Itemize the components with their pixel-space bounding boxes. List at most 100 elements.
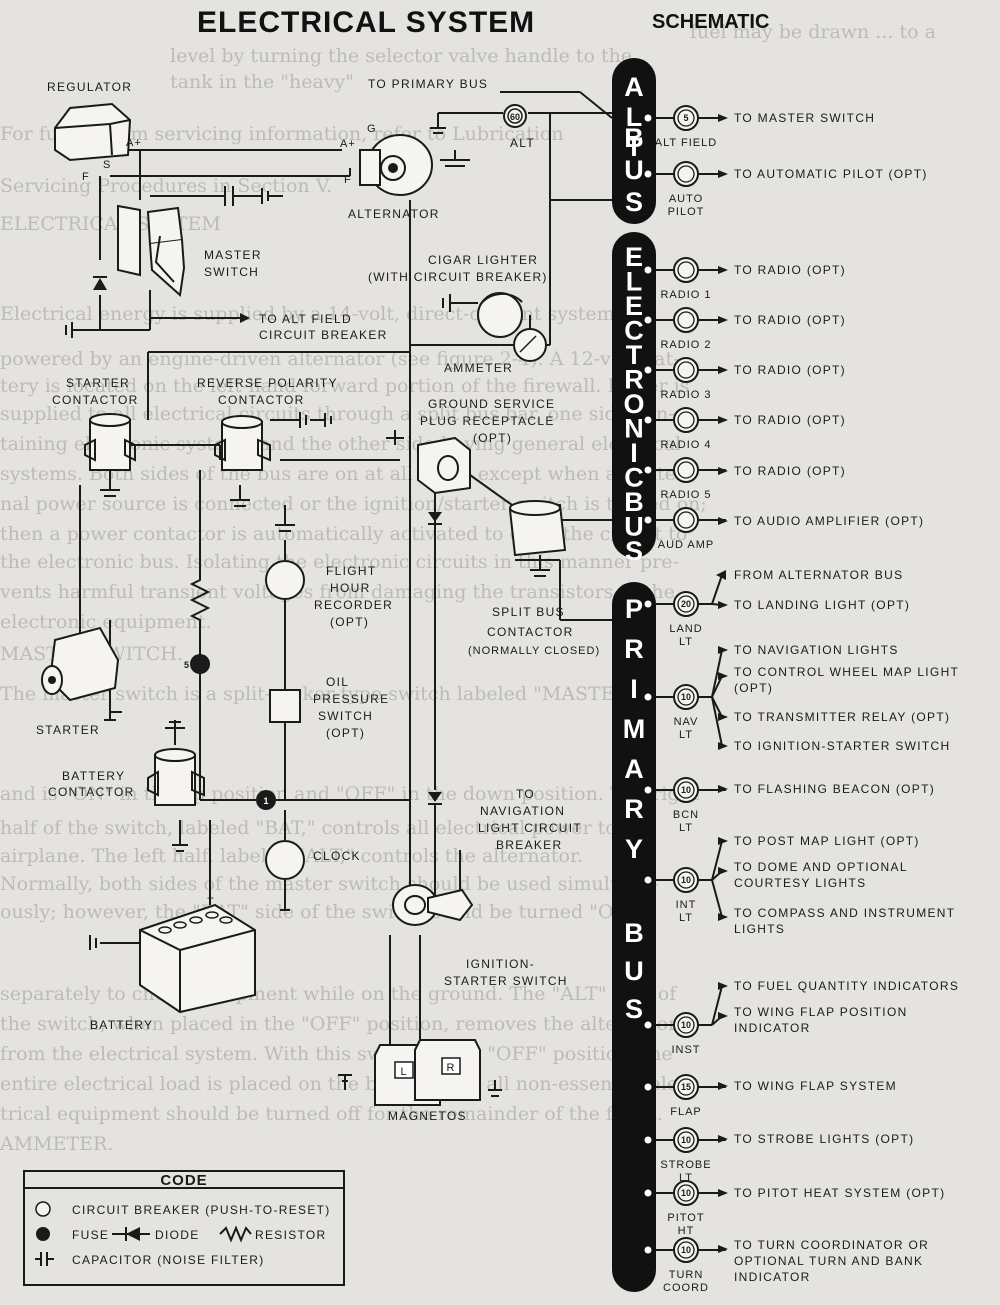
- legend-capacitor: CAPACITOR (NOISE FILTER): [72, 1253, 265, 1267]
- diagram-subtitle: SCHEMATIC: [652, 11, 769, 33]
- clock-icon: [265, 840, 305, 880]
- breaker-rating: 10: [681, 692, 691, 702]
- primary-bus-letter: R: [624, 634, 644, 664]
- bus-terminal: [644, 600, 652, 608]
- branch-target-label: TO RADIO (OPT): [734, 263, 846, 277]
- electronic-bus-letter: U: [624, 512, 644, 542]
- bus-terminal: [644, 266, 652, 274]
- regulator-s-terminal: S: [103, 159, 111, 171]
- breaker-rating: 15: [681, 1082, 691, 1092]
- alt-circuit-breaker-icon: [503, 104, 527, 128]
- branch-radio-2: RADIO 2TO RADIO (OPT): [644, 307, 846, 351]
- ammeter-label: AMMETER: [444, 361, 513, 375]
- branch-target-label: TO AUTOMATIC PILOT (OPT): [734, 167, 928, 181]
- alternator-a-terminal: A+: [340, 138, 356, 150]
- primary-bus-letter: B: [624, 918, 644, 948]
- clock-fuse-icon: [256, 790, 276, 810]
- ground-service-line3: (OPT): [473, 431, 512, 445]
- breaker-rating: 20: [681, 599, 691, 609]
- cigar-lighter-icon: [477, 292, 523, 338]
- battery-contactor-line1: BATTERY: [62, 769, 125, 783]
- breaker-rating: 10: [681, 875, 691, 885]
- nav-light-cb-line1: TO: [516, 787, 535, 801]
- legend-resistor: RESISTOR: [255, 1228, 327, 1242]
- master-switch-icon: [117, 204, 186, 297]
- clock-fuse-rating: 1: [263, 796, 268, 806]
- regulator-label: REGULATOR: [47, 80, 132, 94]
- branch-target-label: TO RADIO (OPT): [734, 464, 846, 478]
- primary-bus-letter: S: [625, 994, 643, 1024]
- primary-bus-letter: R: [624, 794, 644, 824]
- split-bus-contactor-icon: [508, 500, 567, 557]
- branch-target-label: TO RADIO (OPT): [734, 313, 846, 327]
- electronic-bus-letter: C: [624, 316, 644, 346]
- flight-hour-fuse-icon: [190, 654, 210, 674]
- flight-hour-recorder-icon: [265, 560, 305, 600]
- battery-label: BATTERY: [90, 1018, 153, 1032]
- bleed-through-line: then a power contactor is automatically …: [0, 523, 687, 545]
- bleed-through-line: systems. Both sides of the bus are on at…: [0, 463, 692, 485]
- bus-terminal: [644, 876, 652, 884]
- cigar-lighter-label-line1: CIGAR LIGHTER: [428, 253, 538, 267]
- alternator-icon: [359, 134, 433, 196]
- electronic-bus-letter: O: [623, 389, 644, 419]
- legend-title: CODE: [160, 1172, 207, 1189]
- bleed-through-line: the electronic bus. Isolating the electr…: [0, 551, 679, 573]
- bleed-through-line: powered by an engine-driven alternator (…: [0, 348, 680, 370]
- reverse-polarity-line1: REVERSE POLARITY: [197, 376, 338, 390]
- branch-target-label: TO NAVIGATION LIGHTS: [734, 643, 899, 657]
- breaker-rating: 5: [683, 113, 688, 123]
- magnetos-label: MAGNETOS: [388, 1109, 467, 1123]
- primary-bus-letter: U: [624, 956, 644, 986]
- bleed-through-line: Normally, both sides of the master switc…: [0, 873, 659, 895]
- breaker-name: ALT FIELD: [655, 137, 717, 149]
- alt-bus-letter: L: [626, 102, 643, 132]
- electronic-bus-letter: B: [624, 487, 644, 517]
- primary-bus-letter: M: [623, 714, 646, 744]
- branch-target-label: TO LANDING LIGHT (OPT): [734, 598, 910, 612]
- bus-terminal: [644, 114, 652, 122]
- battery-icon: [139, 903, 256, 1014]
- magneto-right-letter: R: [447, 1062, 456, 1074]
- legend-circuit-breaker: CIRCUIT BREAKER (PUSH-TO-RESET): [72, 1203, 331, 1217]
- breaker-rating: 10: [681, 1135, 691, 1145]
- capacitor-legend-icon: [35, 1252, 54, 1266]
- master-switch-label-line2: SWITCH: [204, 265, 259, 279]
- bleed-through-line: half of the switch, labeled "BAT," contr…: [0, 817, 654, 839]
- branch-target-label: TO FLASHING BEACON (OPT): [734, 782, 935, 796]
- legend-box: CODE CIRCUIT BREAKER (PUSH-TO-RESET) FUS…: [23, 1170, 345, 1286]
- magneto-left-letter: L: [400, 1066, 407, 1078]
- branch-target-label: TO CONTROL WHEEL MAP LIGHT(OPT): [734, 665, 959, 695]
- clock-label: CLOCK: [313, 849, 361, 863]
- electronic-bus-letter: C: [624, 463, 644, 493]
- alt-breaker-rating: 60: [510, 112, 520, 122]
- bleed-through-line: tank in the "heavy": [170, 71, 354, 93]
- electronic-bus-letter: E: [625, 242, 643, 272]
- ignition-line2: STARTER SWITCH: [444, 974, 568, 988]
- starter-contactor-icon: [84, 413, 136, 471]
- breaker-name: RADIO 4: [660, 439, 711, 451]
- starter-label: STARTER: [36, 723, 100, 737]
- split-bus-line3: (NORMALLY CLOSED): [468, 645, 600, 657]
- legend-diode: DIODE: [155, 1228, 200, 1242]
- primary-bus-letter: P: [625, 594, 643, 624]
- reverse-polarity-line2: CONTACTOR: [218, 393, 305, 407]
- alt-bus-letter: B: [624, 123, 644, 153]
- bus-terminal: [644, 516, 652, 524]
- electronic-bus-letter: S: [625, 536, 643, 566]
- bleed-through-line: AMMETER.: [0, 1133, 113, 1155]
- bleed-through-line: separately to check equipment while on t…: [0, 983, 678, 1005]
